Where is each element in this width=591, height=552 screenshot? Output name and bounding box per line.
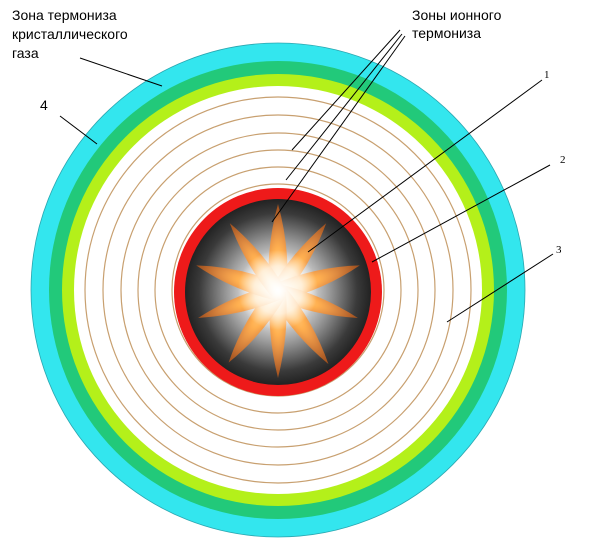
- leader-line-ionic-a: [291, 29, 401, 151]
- leader-line-crystal-gas: [79, 57, 163, 87]
- thin-ring: [120, 132, 436, 448]
- ionic-zone-rings: [84, 96, 472, 484]
- leader-lines: [59, 29, 554, 323]
- label-number-4: 4: [40, 97, 48, 113]
- core-glow: [238, 250, 318, 330]
- label-crystal-gas-line2: кристаллического: [12, 26, 128, 42]
- leader-line-ionic-c: [271, 35, 406, 223]
- label-number-3: 3: [556, 244, 562, 256]
- label-ionic-line2: термониза: [412, 25, 481, 41]
- label-crystal-gas-line1: Зона термониза: [12, 7, 117, 23]
- label-crystal-gas-line3: газа: [12, 45, 39, 61]
- leader-line-2: [371, 164, 551, 263]
- thin-ring: [102, 114, 454, 466]
- leader-line-3: [446, 253, 554, 323]
- label-number-1: 1: [544, 69, 550, 81]
- thin-ring: [84, 96, 472, 484]
- label-number-2: 2: [560, 154, 566, 166]
- thin-ring: [137, 149, 419, 431]
- thin-ring: [154, 166, 402, 414]
- leader-line-ionic-b: [285, 33, 403, 181]
- label-ionic-line1: Зоны ионного: [412, 7, 502, 23]
- leader-line-1: [307, 79, 543, 253]
- leader-line-4: [59, 115, 98, 145]
- flame-rays: [196, 204, 360, 378]
